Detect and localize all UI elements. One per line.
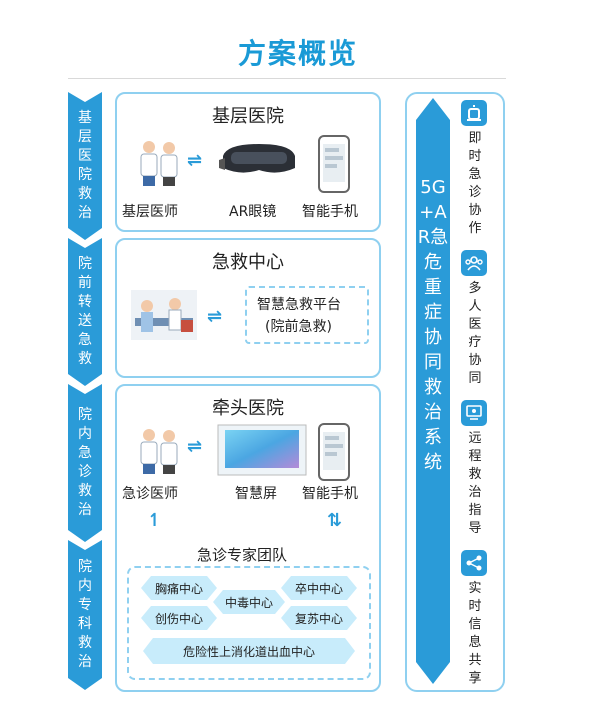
share-icon: [461, 550, 487, 576]
smartphone-icon: [318, 423, 350, 481]
ar-glasses-icon: [219, 144, 295, 173]
stage-prehospital: 院前转送急救: [68, 238, 102, 386]
panel-title: 牵头医院: [212, 398, 284, 419]
ambulance-scene-icon: [131, 290, 197, 340]
stage-in-hospital-emergency: 院内急诊救治: [68, 384, 102, 542]
label-smart-screen: 智慧屏: [235, 486, 277, 502]
label-smartphone: 智能手机: [302, 204, 358, 220]
center-poisoning: 中毒中心: [213, 590, 285, 614]
label-primary-doctor: 基层医师: [122, 204, 178, 220]
panel-title: 基层医院: [212, 106, 284, 127]
up-arrow-icon: ↿: [147, 510, 163, 531]
exchange-arrows-icon: ⇌: [207, 306, 223, 327]
alarm-icon: [461, 100, 487, 126]
panel-primary-hospital: 基层医院 ⇌ 基层医师 AR眼镜 智能手机: [115, 92, 381, 232]
doctors-icon: [140, 429, 178, 474]
expert-team-box: 胸痛中心 中毒中心 卒中中心 创伤中心 复苏中心 危险性上消化道出血中心: [127, 566, 371, 680]
exchange-arrows-icon: ⇌: [187, 436, 203, 457]
stage-in-hospital-specialty: 院内专科救治: [68, 540, 102, 690]
center-upper-gi-bleeding: 危险性上消化道出血中心: [143, 638, 355, 664]
feature-remote-guidance: 远程救治指导: [468, 431, 482, 536]
system-panel: [405, 92, 505, 692]
center-resuscitation: 复苏中心: [281, 606, 357, 630]
panel-lead-hospital: 牵头医院 ⇌ 急诊医师 智慧屏 智能手机 ↿ ⇅ 急诊专家团队 胸痛中心 中毒中…: [115, 384, 381, 692]
feature-multi-party: 多人医疗协同: [468, 281, 482, 386]
smart-screen-icon: [217, 424, 307, 476]
exchange-arrows-icon: ⇌: [187, 150, 203, 171]
label-smartphone: 智能手机: [302, 486, 358, 502]
center-chest-pain: 胸痛中心: [141, 576, 217, 600]
label-ar-glasses: AR眼镜: [229, 204, 277, 220]
smartphone-icon: [318, 135, 350, 193]
updown-arrows-icon: ⇅: [327, 510, 343, 531]
platform-sub-label: (院前急救): [265, 319, 332, 335]
center-stroke: 卒中中心: [281, 576, 357, 600]
doctors-icon: [140, 141, 178, 186]
label-emergency-doctor: 急诊医师: [122, 486, 178, 502]
expert-team-title: 急诊专家团队: [197, 546, 288, 564]
remote-icon: [461, 400, 487, 426]
feature-info-sharing: 实时信息共享: [468, 581, 482, 686]
platform-label: 智慧急救平台: [257, 297, 341, 313]
team-icon: [461, 250, 487, 276]
stage-primary-care: 基层医院救治: [68, 92, 102, 240]
center-trauma: 创伤中心: [141, 606, 217, 630]
panel-title: 急救中心: [212, 252, 284, 273]
feature-instant-collaboration: 即时急诊协作: [468, 131, 482, 236]
page-title: 方案概览: [237, 37, 358, 70]
title-divider: [68, 78, 506, 79]
system-double-arrow: [416, 98, 450, 684]
panel-emergency-center: 急救中心 ⇌ 智慧急救平台 (院前急救): [115, 238, 381, 378]
system-title: 5G+AR急危重症协同救治系统: [417, 177, 449, 473]
smart-platform-box: 智慧急救平台 (院前急救): [245, 286, 369, 344]
